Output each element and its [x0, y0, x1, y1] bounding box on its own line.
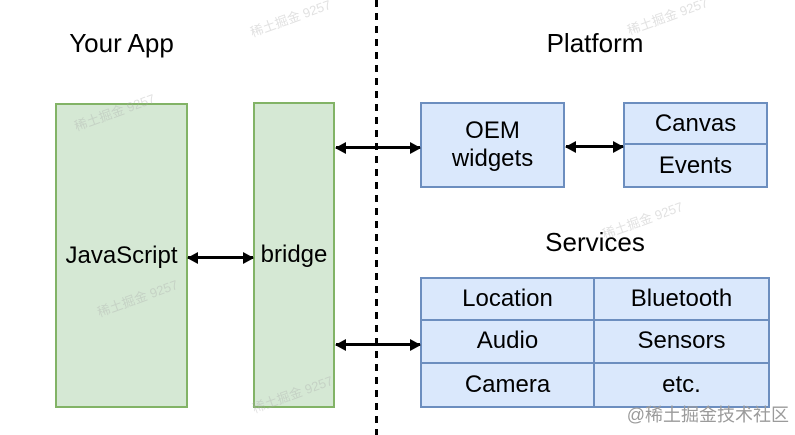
app-platform-dashed-divider: [375, 0, 378, 435]
services-cell-etc: etc.: [662, 370, 701, 398]
arrow-bridge-oem-widgets: [335, 141, 421, 154]
services-cell-location: Location: [422, 279, 595, 322]
services-cell-bluetooth: Bluetooth: [595, 279, 768, 322]
oem-widgets-box: OEM widgets: [420, 102, 565, 188]
community-credit-watermark: @稀土掘金技术社区: [626, 405, 789, 425]
arrow-bridge-services: [335, 338, 421, 351]
oem-widgets-label-line1: OEM: [465, 117, 520, 144]
services-table: Location Bluetooth Audio Sensors Camera …: [420, 277, 770, 408]
services-title: Services: [545, 227, 645, 257]
services-cell-audio: Audio: [422, 321, 595, 364]
bridge-label: bridge: [260, 241, 328, 268]
services-cell-sensors: Sensors: [595, 321, 768, 364]
canvas-cell: Canvas: [625, 104, 766, 145]
javascript-box: JavaScript: [55, 103, 188, 408]
platform-title: Platform: [546, 28, 644, 58]
services-cell-camera: Camera: [422, 363, 595, 406]
your-app-title: Your App: [69, 28, 174, 58]
arrow-javascript-bridge: [187, 251, 254, 264]
arrow-oem-canvas-events: [565, 140, 624, 153]
diagonal-watermark: 稀土掘金 9257: [248, 0, 333, 40]
canvas-events-box: Canvas Events: [623, 102, 768, 188]
events-cell: Events: [658, 151, 733, 179]
oem-widgets-label-line2: widgets: [451, 145, 534, 172]
javascript-label: JavaScript: [65, 241, 178, 269]
bridge-box: bridge: [253, 102, 335, 408]
